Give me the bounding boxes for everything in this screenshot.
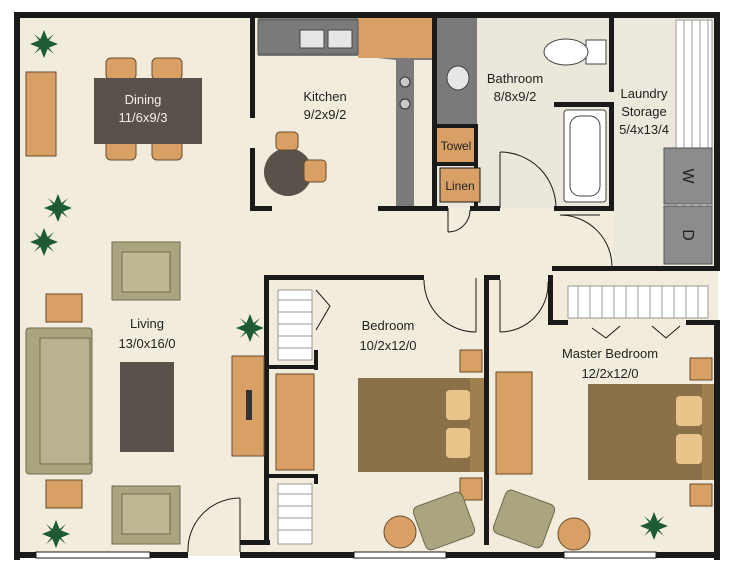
linen-label: Linen bbox=[445, 179, 474, 193]
master-nightstands bbox=[689, 357, 713, 507]
bathroom-name: Bathroom bbox=[487, 71, 543, 86]
bedroom-closet-bottom bbox=[277, 483, 313, 545]
bedroom-dresser bbox=[275, 373, 315, 471]
living-size: 13/0x16/0 bbox=[118, 336, 175, 351]
dryer bbox=[663, 205, 713, 265]
bathroom-size: 8/8x9/2 bbox=[494, 89, 537, 104]
master-round-table bbox=[557, 517, 591, 551]
laundry-name-2: Storage bbox=[621, 104, 667, 119]
kitchen-table bbox=[264, 131, 327, 196]
towel-label: Towel bbox=[441, 139, 472, 153]
side-table-top bbox=[45, 293, 83, 323]
living-name: Living bbox=[130, 316, 164, 331]
dining-table bbox=[94, 78, 202, 144]
master-closet bbox=[567, 285, 709, 319]
bedroom-nightstands bbox=[459, 349, 483, 501]
laundry-size: 5/4x13/4 bbox=[619, 122, 669, 137]
armchair-top bbox=[111, 241, 181, 301]
master-bed bbox=[588, 384, 714, 480]
master-chair bbox=[492, 489, 556, 549]
bedroom-round-table bbox=[383, 515, 417, 549]
bathtub bbox=[563, 109, 607, 203]
bedroom-bed bbox=[358, 378, 484, 472]
windows bbox=[35, 551, 657, 559]
coffee-table bbox=[120, 362, 174, 452]
doors bbox=[187, 151, 681, 553]
bedroom-closet-top bbox=[277, 289, 313, 361]
washer bbox=[663, 147, 713, 205]
dining-name: Dining bbox=[125, 92, 162, 107]
toilet bbox=[543, 38, 607, 66]
bedroom-size: 10/2x12/0 bbox=[359, 338, 416, 353]
washer-label: W bbox=[679, 168, 696, 184]
towel-closet bbox=[437, 128, 474, 162]
sideboard bbox=[25, 71, 57, 157]
stove-burners bbox=[399, 76, 411, 110]
master-dresser bbox=[495, 371, 533, 475]
interior-walls bbox=[240, 14, 720, 545]
master-bedroom-name: Master Bedroom bbox=[562, 346, 658, 361]
dryer-label: D bbox=[679, 229, 696, 241]
laundry-name: Laundry bbox=[621, 86, 668, 101]
exterior-walls bbox=[14, 12, 720, 560]
bedroom-chair bbox=[412, 491, 476, 551]
kitchen-name: Kitchen bbox=[303, 89, 346, 104]
linen-closet bbox=[439, 167, 481, 203]
tv-console bbox=[231, 355, 265, 457]
side-table-bottom bbox=[45, 479, 83, 509]
dining-size: 11/6x9/3 bbox=[119, 110, 168, 125]
bedroom-name: Bedroom bbox=[362, 318, 415, 333]
bathroom-vanity bbox=[437, 18, 477, 124]
kitchen-sink bbox=[299, 29, 353, 49]
living-sofa bbox=[25, 327, 93, 475]
plant-icons bbox=[30, 30, 668, 548]
kitchen-size: 9/2x9/2 bbox=[304, 107, 347, 122]
master-bedroom-size: 12/2x12/0 bbox=[581, 366, 638, 381]
armchair-bottom bbox=[111, 485, 181, 545]
